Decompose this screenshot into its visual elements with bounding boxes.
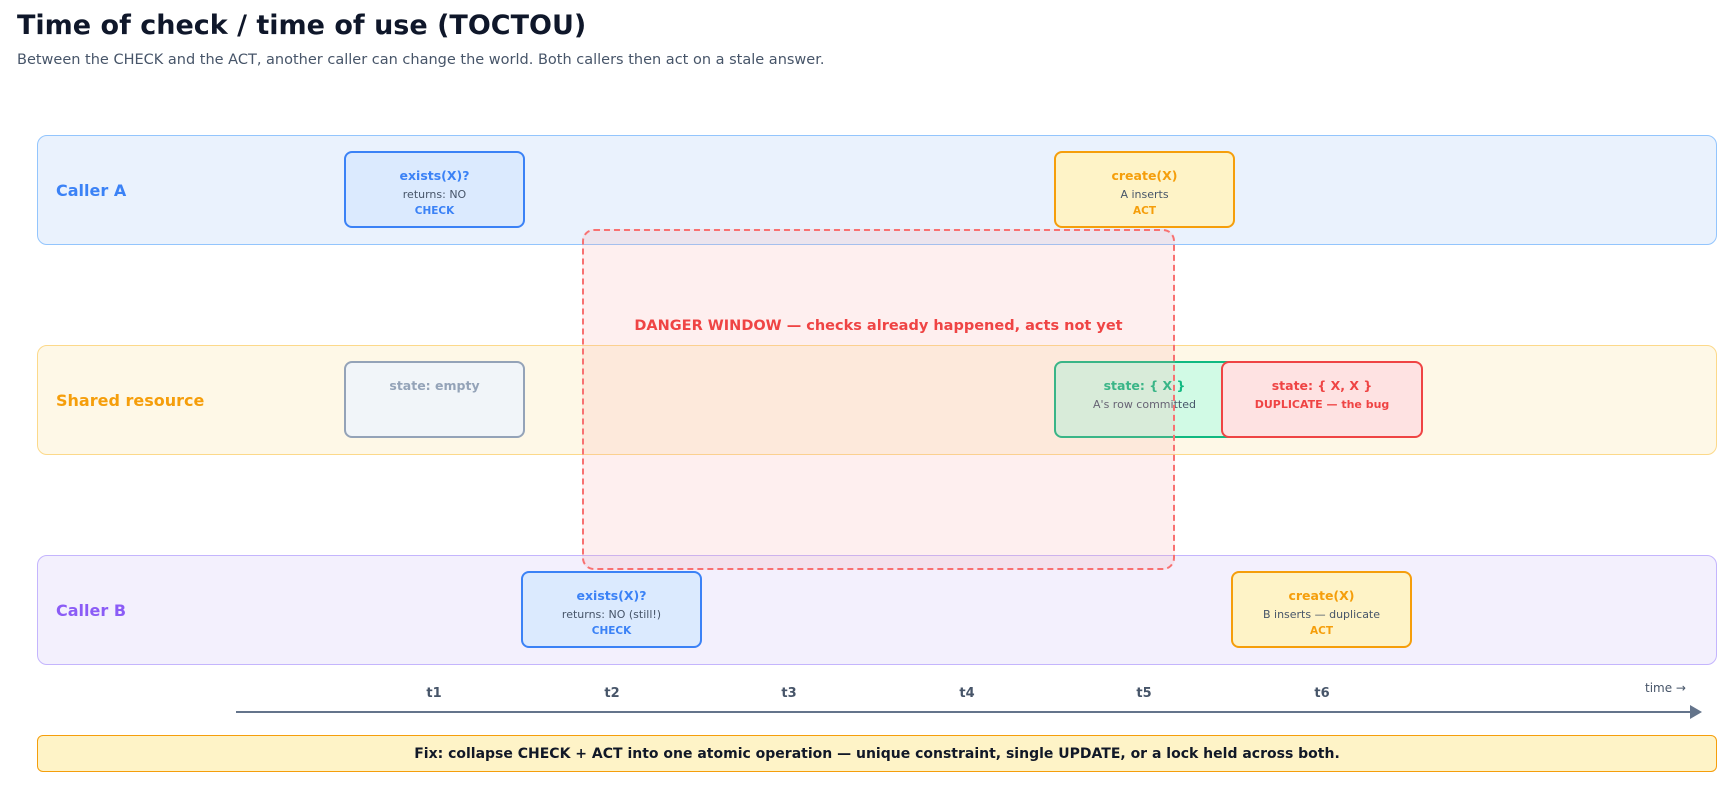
- b-act-kind: ACT: [1310, 625, 1333, 637]
- time-axis-label: time →: [1645, 681, 1686, 695]
- lane-label-caller-a: Caller A: [56, 180, 127, 200]
- state-one-box: state: { X } A's row committed: [1054, 361, 1235, 438]
- tick-t2: t2: [604, 686, 620, 701]
- a-act-title: create(X): [1111, 168, 1178, 183]
- state-empty-box: state: empty: [344, 361, 525, 438]
- tick-t4: t4: [959, 686, 975, 701]
- danger-window: DANGER WINDOW — checks already happened,…: [582, 229, 1175, 570]
- tick-t3: t3: [781, 686, 797, 701]
- time-axis-arrow-icon: [1690, 705, 1702, 719]
- page-subtitle: Between the CHECK and the ACT, another c…: [17, 52, 825, 68]
- b-act-title: create(X): [1288, 588, 1355, 603]
- lane-label-shared-resource: Shared resource: [56, 390, 205, 410]
- a-check-box: exists(X)? returns: NO CHECK: [344, 151, 525, 228]
- b-act-detail: B inserts — duplicate: [1262, 608, 1381, 621]
- a-check-kind: CHECK: [414, 205, 455, 217]
- a-check-detail: returns: NO: [402, 188, 467, 201]
- a-act-kind: ACT: [1133, 205, 1156, 217]
- a-act-box: create(X) A inserts ACT: [1054, 151, 1235, 228]
- b-check-title: exists(X)?: [576, 588, 647, 603]
- state-one-title: state: { X }: [1103, 378, 1186, 393]
- lane-label-caller-b: Caller B: [56, 600, 127, 620]
- tick-t1: t1: [426, 686, 442, 701]
- b-check-box: exists(X)? returns: NO (still!) CHECK: [521, 571, 702, 648]
- a-check-title: exists(X)?: [399, 168, 470, 183]
- page-title: Time of check / time of use (TOCTOU): [17, 10, 587, 41]
- state-duplicate-detail: DUPLICATE — the bug: [1254, 398, 1390, 411]
- lane-shared-resource: Shared resource: [37, 345, 1717, 455]
- state-one-detail: A's row committed: [1093, 398, 1196, 411]
- b-check-detail: returns: NO (still!): [561, 608, 662, 621]
- time-axis-line: [236, 711, 1694, 713]
- fix-banner: Fix: collapse CHECK + ACT into one atomi…: [37, 735, 1717, 772]
- state-duplicate-box: state: { X, X } DUPLICATE — the bug: [1221, 361, 1423, 438]
- fix-banner-text: Fix: collapse CHECK + ACT into one atomi…: [414, 745, 1340, 762]
- a-act-detail: A inserts: [1120, 188, 1169, 201]
- b-act-box: create(X) B inserts — duplicate ACT: [1231, 571, 1412, 648]
- tick-t5: t5: [1136, 686, 1152, 701]
- state-duplicate-title: state: { X, X }: [1271, 378, 1373, 393]
- b-check-kind: CHECK: [591, 625, 632, 637]
- lane-caller-a: Caller A: [37, 135, 1717, 245]
- tick-t6: t6: [1314, 686, 1330, 701]
- state-empty-title: state: empty: [389, 378, 480, 393]
- lane-caller-b: Caller B: [37, 555, 1717, 665]
- danger-window-label: DANGER WINDOW — checks already happened,…: [634, 318, 1123, 334]
